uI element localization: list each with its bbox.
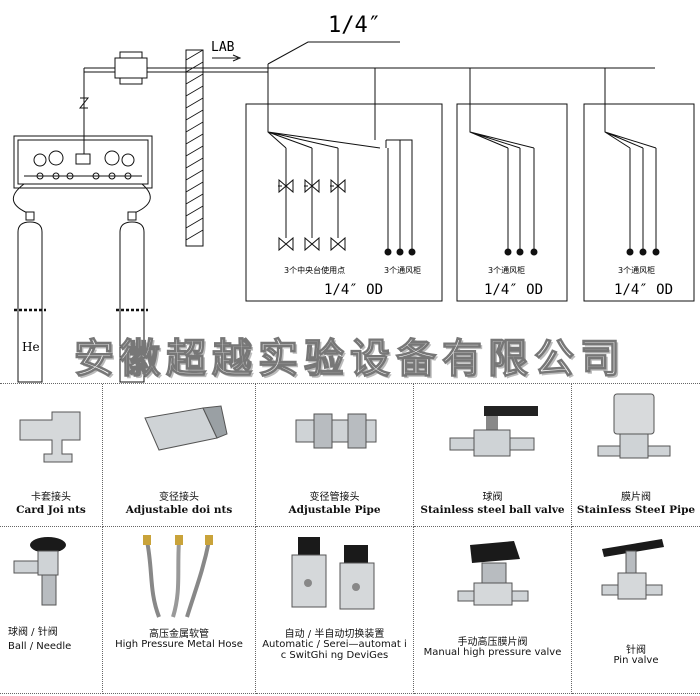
product-cn-label: 手动高压膜片阀 xyxy=(457,637,528,648)
product-cn-label: 卡套接头 xyxy=(31,492,71,503)
product-en-label: High Pressure Metal Hose xyxy=(115,639,243,650)
product-en-label: Ball / Needle xyxy=(8,641,72,652)
cylinder-2-label: He xyxy=(124,340,142,354)
product-cn-label: 膜片阀 xyxy=(621,492,651,503)
caption-hood-1: 3个通风柜 xyxy=(384,265,421,275)
room-box-hood-2 xyxy=(456,103,568,302)
lab-label: LAB xyxy=(211,40,235,55)
product-en-label: Stainless steel ball valve xyxy=(420,504,565,516)
central-bench-valves xyxy=(278,148,346,252)
od-label-central: 1/4″ OD xyxy=(324,282,383,298)
product-en-label: Pin valve xyxy=(613,655,659,666)
high-pressure-valve-icon xyxy=(457,541,529,606)
product-cn-label: 高压金属软管 xyxy=(149,629,209,640)
diaphragm-valve-icon xyxy=(597,393,671,459)
gas-cylinder-2 xyxy=(116,211,148,383)
product-switching-device[interactable]: 自动 / 半自动切换装置 Automatic / Serei—automat i… xyxy=(256,527,414,694)
product-cn-label: 变径管接头 xyxy=(309,492,360,503)
ball-valve-icon xyxy=(449,406,538,457)
pipe-size-label: 1/4″ xyxy=(328,13,381,38)
od-label-hood-3: 1/4″ OD xyxy=(614,282,673,298)
product-diaphragm-valve[interactable]: 膜片阀 StainIess SteeI Pipe xyxy=(572,384,700,527)
product-en-label: Adjustable doi nts xyxy=(125,504,233,516)
product-ball-needle[interactable]: 球阀 / 针阀 Ball / Needle xyxy=(0,527,103,694)
pipe-size-leader xyxy=(267,41,400,65)
regulator-switch-icon xyxy=(291,537,375,610)
room-box-hood-3 xyxy=(583,103,695,302)
gas-cylinder-1 xyxy=(14,211,46,383)
cylinder-valve-icon xyxy=(13,537,66,606)
gas-manifold-panel xyxy=(13,135,153,189)
reducer-fitting-icon xyxy=(144,405,228,451)
elbow-fitting-icon xyxy=(19,411,81,463)
product-grid: 卡套接头 Card Joi nts 变径接头 Adjustable doi nt… xyxy=(0,383,700,696)
product-cn-label: 变径接头 xyxy=(159,492,199,503)
product-metal-hose[interactable]: 高压金属软管 High Pressure Metal Hose xyxy=(103,527,256,694)
main-pipeline xyxy=(78,51,657,149)
union-fitting-icon xyxy=(295,413,377,449)
caption-central-bench: 3个中央台使用点 xyxy=(284,265,345,275)
product-cn-label: 球阀 xyxy=(482,492,503,503)
lab-arrow-icon xyxy=(212,54,242,62)
room-box-central xyxy=(245,103,443,302)
product-manual-hp-valve[interactable]: 手动高压膜片阀 Manual high pressure valve xyxy=(414,527,572,694)
product-card-joint[interactable]: 卡套接头 Card Joi nts xyxy=(0,384,103,527)
gas-system-diagram: LAB 1/4″ xyxy=(13,13,695,383)
od-label-hood-2: 1/4″ OD xyxy=(484,282,543,298)
cylinder-1-label: He xyxy=(22,340,40,354)
product-en-label: Manual high pressure valve xyxy=(423,647,562,658)
lab-wall xyxy=(185,49,204,247)
product-cn-label: 自动 / 半自动切换装置 xyxy=(284,629,385,640)
company-watermark: 安徽超越实验设备有限公司 xyxy=(73,334,626,382)
product-adjustable-joint[interactable]: 变径接头 Adjustable doi nts xyxy=(103,384,256,527)
product-en-label: StainIess SteeI Pipe xyxy=(576,504,696,516)
metal-hose-icon xyxy=(143,535,213,618)
product-cn-label: 球阀 / 针阀 xyxy=(8,627,58,638)
product-adjustable-pipe[interactable]: 变径管接头 Adjustable Pipe xyxy=(256,384,414,527)
fume-hood-outlets xyxy=(384,148,660,256)
needle-valve-icon xyxy=(601,539,664,600)
product-cn-label: 针阀 xyxy=(626,645,646,656)
product-en-label: Automatic / Serei—automat i c SwitGhi ng… xyxy=(262,639,407,661)
product-pin-valve[interactable]: 针阀 Pin valve xyxy=(572,527,700,694)
caption-hood-3: 3个通风柜 xyxy=(618,265,655,275)
product-ball-valve[interactable]: 球阀 Stainless steel ball valve xyxy=(414,384,572,527)
product-en-label: Card Joi nts xyxy=(16,504,86,516)
product-en-label: Adjustable Pipe xyxy=(288,504,381,516)
caption-hood-2: 3个通风柜 xyxy=(488,265,525,275)
